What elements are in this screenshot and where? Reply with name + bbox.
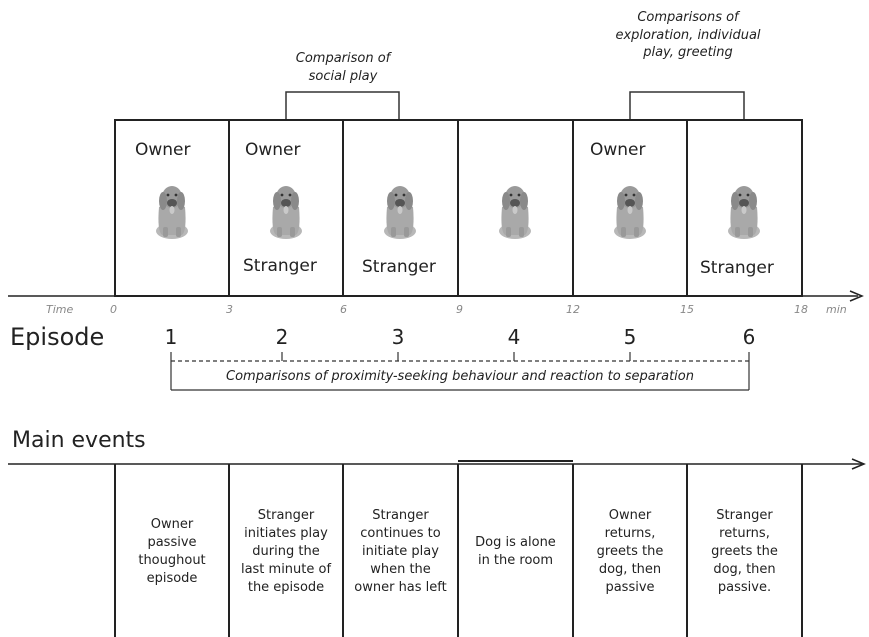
event-episode-2: Stranger initiates play during the last … <box>240 507 332 596</box>
social-play-bracket <box>285 91 400 120</box>
tick-18: 18 <box>794 303 808 316</box>
episode-number-1: 1 <box>164 325 178 349</box>
tick-6: 6 <box>340 303 347 316</box>
episode-title: Episode <box>10 323 105 351</box>
dog-icon <box>156 186 188 239</box>
dog-icon <box>728 186 760 239</box>
room-2-top-label: Owner <box>245 140 301 160</box>
tick-3: 3 <box>226 303 233 316</box>
tick-9: 9 <box>456 303 463 316</box>
dog-icon <box>614 186 646 239</box>
social-play-comparison-label: Comparison of social play <box>295 51 391 84</box>
room-3-bottom-label: Stranger <box>362 257 436 277</box>
tick-0: 0 <box>110 303 117 316</box>
tick-15: 15 <box>680 303 694 316</box>
time-axis-arrow <box>849 290 864 302</box>
episode-number-2: 2 <box>275 325 289 349</box>
room-boxes <box>114 119 803 297</box>
time-label: Time <box>46 303 74 316</box>
episode-number-4: 4 <box>507 325 521 349</box>
event-episode-5: Owner returns, greets the dog, then pass… <box>596 507 664 596</box>
room-1-top-label: Owner <box>135 140 191 160</box>
room-6-bottom-label: Stranger <box>700 258 774 278</box>
room-5-top-label: Owner <box>590 140 646 160</box>
exploration-bracket <box>629 91 745 120</box>
events-columns <box>114 464 803 637</box>
episode-number-5: 5 <box>623 325 637 349</box>
main-events-title: Main events <box>12 428 146 453</box>
dog-icon <box>499 186 531 239</box>
dog-icon <box>384 186 416 239</box>
event-episode-1: Owner passive thoughout episode <box>138 516 206 587</box>
event-episode-3: Stranger continues to initiate play when… <box>354 507 447 596</box>
episode-number-3: 3 <box>391 325 405 349</box>
episode-connector <box>170 352 750 391</box>
event-episode-6: Stranger returns, greets the dog, then p… <box>711 507 778 596</box>
exploration-comparison-label: Comparisons of exploration, individual p… <box>615 10 761 61</box>
room-2-bottom-label: Stranger <box>243 256 317 276</box>
event-episode-4: Dog is alone in the room <box>475 534 556 568</box>
proximity-comparison-label: Comparisons of proximity-seeking behavio… <box>226 369 694 384</box>
events-axis-arrow <box>851 458 866 470</box>
time-unit: min <box>826 303 847 316</box>
tick-12: 12 <box>566 303 580 316</box>
episode-number-6: 6 <box>742 325 756 349</box>
dog-icon <box>270 186 302 239</box>
